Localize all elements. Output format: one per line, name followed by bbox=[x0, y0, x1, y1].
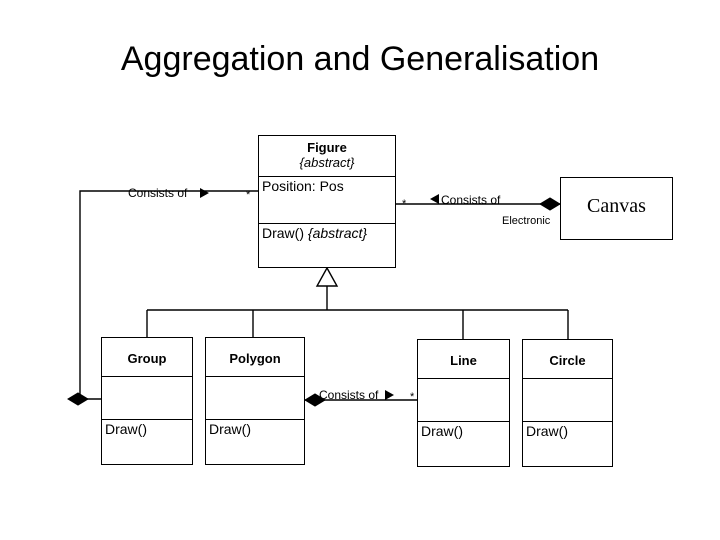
operation-modifier: {abstract} bbox=[307, 225, 368, 241]
compartment-separator-circle-attributes bbox=[523, 378, 612, 421]
class-box-figure[interactable]: Figure {abstract} Position: Pos Draw() {… bbox=[258, 135, 396, 268]
relation-multiplicity-canvas-figure: * bbox=[402, 198, 407, 210]
compartment-separator-line-operations: Draw() bbox=[418, 421, 509, 462]
class-operation-polygon-draw: Draw() bbox=[209, 421, 251, 437]
relation-arrow-polygon-line bbox=[385, 390, 394, 400]
class-operation-circle-draw: Draw() bbox=[526, 423, 568, 439]
relation-label-polygon-line: Consists of bbox=[319, 388, 379, 402]
relation-note-electronic: Electronic bbox=[502, 215, 551, 227]
class-name-figure: Figure bbox=[307, 140, 347, 155]
relation-label-figure-group: Consists of bbox=[128, 186, 188, 200]
class-box-circle[interactable]: Circle Draw() bbox=[522, 339, 613, 467]
class-operation-draw: Draw() {abstract} bbox=[259, 224, 395, 241]
generalisation-triangle bbox=[315, 266, 339, 287]
class-box-group[interactable]: Group Draw() bbox=[101, 337, 193, 465]
relation-arrow-figure-group bbox=[200, 188, 209, 198]
compartment-separator-circle-operations: Draw() bbox=[523, 421, 612, 462]
class-name-polygon: Polygon bbox=[229, 351, 281, 366]
compartment-separator-polygon-operations: Draw() bbox=[206, 419, 304, 460]
class-box-line[interactable]: Line Draw() bbox=[417, 339, 510, 467]
aggregation-diamond-canvas bbox=[539, 197, 561, 211]
class-operation-group-draw: Draw() bbox=[105, 421, 147, 437]
operation-name: Draw() bbox=[262, 225, 304, 241]
class-attribute-position: Position: Pos bbox=[262, 178, 344, 194]
class-stereotype-figure: {abstract} bbox=[299, 155, 355, 170]
compartment-separator-group-operations: Draw() bbox=[102, 419, 192, 460]
compartment-separator-group-attributes bbox=[102, 376, 192, 419]
class-operation-line-draw: Draw() bbox=[421, 423, 463, 439]
class-box-polygon[interactable]: Polygon Draw() bbox=[205, 337, 305, 465]
page-title: Aggregation and Generalisation bbox=[120, 40, 600, 78]
aggregation-diamond-group bbox=[67, 392, 89, 406]
compartment-separator-operations: Draw() {abstract} bbox=[259, 223, 395, 263]
relation-arrow-canvas-figure bbox=[430, 194, 439, 204]
relation-multiplicity-figure-group: * bbox=[246, 189, 251, 201]
class-name-line: Line bbox=[450, 353, 477, 368]
relation-label-canvas-figure: Consists of bbox=[441, 193, 501, 207]
relation-multiplicity-polygon-line: * bbox=[410, 391, 415, 403]
compartment-separator-line-attributes bbox=[418, 378, 509, 421]
class-name-canvas: Canvas bbox=[587, 195, 646, 217]
aggregation-line-figure-group bbox=[79, 190, 259, 400]
aggregation-diamond-polygon bbox=[304, 393, 326, 407]
class-name-group: Group bbox=[127, 351, 167, 366]
compartment-separator-attributes: Position: Pos bbox=[259, 176, 395, 223]
class-name-circle: Circle bbox=[549, 353, 586, 368]
class-box-canvas[interactable]: Canvas bbox=[560, 177, 673, 240]
compartment-separator-polygon-attributes bbox=[206, 376, 304, 419]
